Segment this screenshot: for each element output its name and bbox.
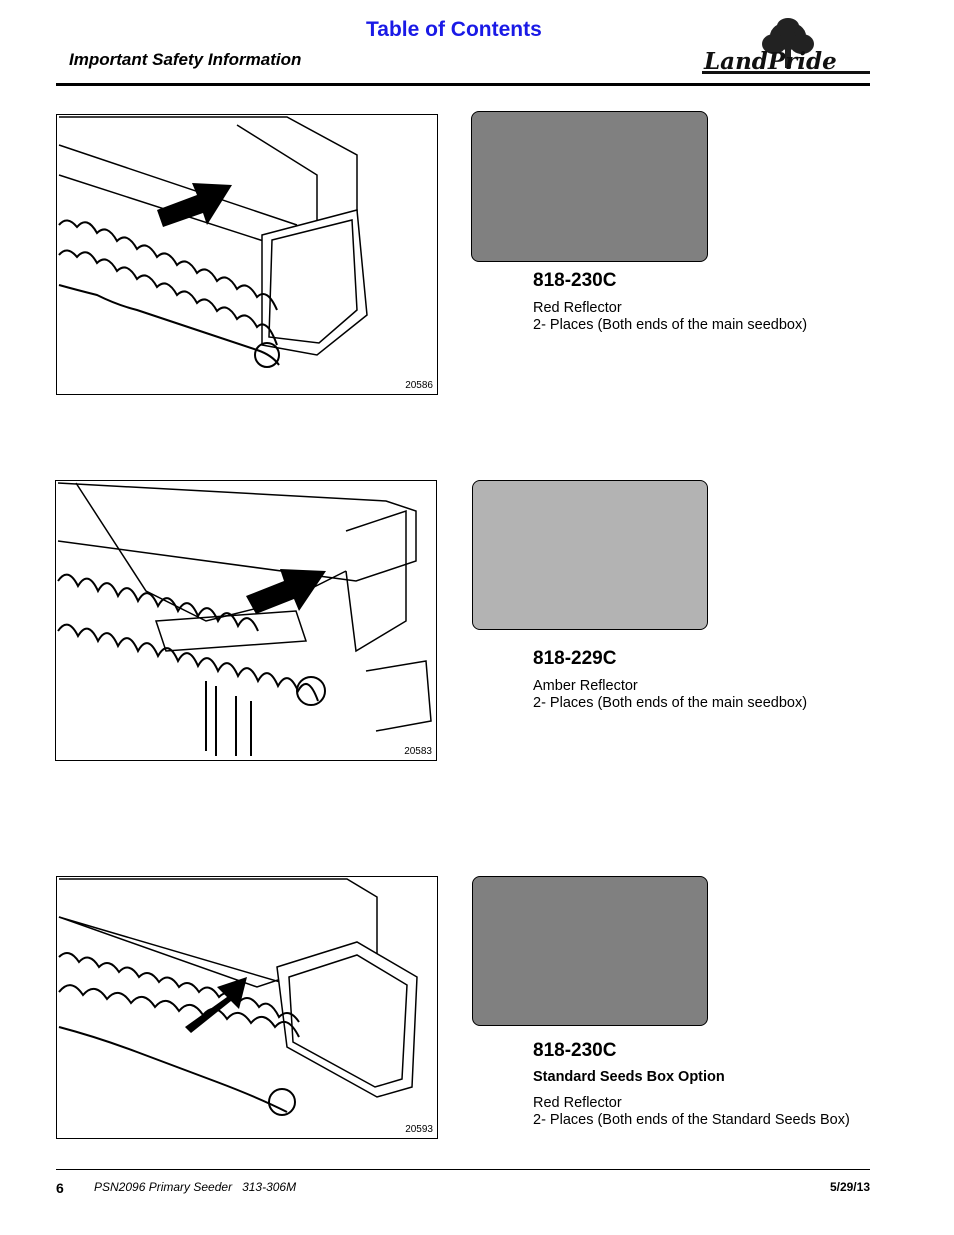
seeder-illustration-3: 20593: [56, 876, 438, 1139]
reflector-decal-3: [472, 876, 708, 1026]
figure-number: 20586: [405, 380, 433, 391]
page-number: 6: [56, 1180, 64, 1196]
part-number: 818-229C: [533, 648, 617, 669]
document-date: 5/29/13: [829, 1180, 870, 1194]
seeder-illustration-1: 20586: [56, 114, 438, 395]
reflector-decal-2: [472, 480, 708, 630]
section-title: Important Safety Information: [69, 50, 302, 69]
seeder-illustration-2: 20583: [55, 480, 437, 761]
header-rule: [56, 83, 870, 86]
figure-number: 20583: [404, 746, 432, 757]
table-of-contents-link[interactable]: Table of Contents: [366, 18, 542, 41]
figure-number: 20593: [405, 1124, 433, 1135]
decal-name: Red Reflector: [533, 1095, 622, 1111]
document-title: PSN2096 Primary Seeder 313-306M: [94, 1180, 297, 1194]
decal-placement: 2- Places (Both ends of the Standard See…: [533, 1112, 850, 1128]
tree-icon: [702, 18, 870, 74]
part-number: 818-230C: [533, 1040, 617, 1061]
footer-rule: [56, 1169, 870, 1170]
decal-name: Amber Reflector: [533, 678, 638, 694]
decal-option: Standard Seeds Box Option: [533, 1069, 725, 1085]
landpride-logo: LandPride: [700, 16, 872, 82]
logo-text: LandPride: [704, 48, 837, 75]
reflector-decal-1: [471, 111, 708, 262]
decal-placement: 2- Places (Both ends of the main seedbox…: [533, 695, 808, 711]
decal-name: Red Reflector: [533, 300, 622, 316]
part-number: 818-230C: [533, 270, 617, 291]
decal-placement: 2- Places (Both ends of the main seedbox…: [533, 317, 808, 333]
